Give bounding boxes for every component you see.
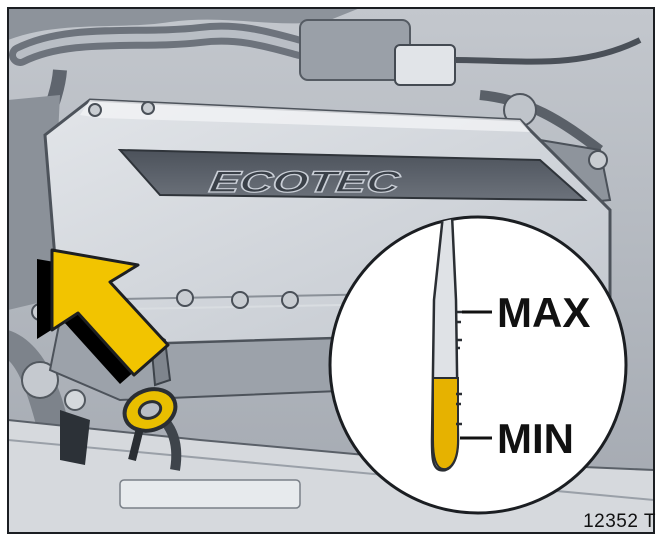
dipstick-min-label: MIN: [497, 415, 574, 462]
dipstick-oil-level: [433, 378, 458, 469]
dipstick-max-label: MAX: [497, 289, 590, 336]
dipstick-detail: MAX MIN: [330, 215, 626, 513]
engine-cover-emblem: ECOTEC: [207, 166, 403, 199]
figure-reference-code: 12352 T: [583, 511, 656, 533]
